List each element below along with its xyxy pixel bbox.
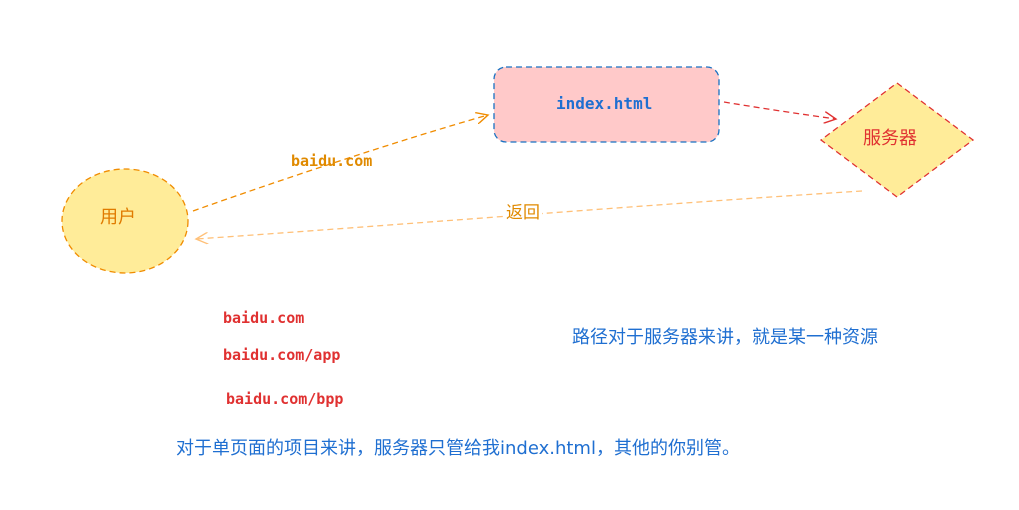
path-example-3: baidu.com/bpp	[226, 390, 344, 408]
server-node-label: 服务器	[863, 128, 917, 149]
index-node-shape[interactable]	[493, 66, 720, 143]
spa-note: 对于单页面的项目来讲，服务器只管给我index.html，其他的你别管。	[176, 438, 740, 459]
request-arrow-label: baidu.com	[291, 152, 373, 170]
path-resource-note: 路径对于服务器来讲，就是某一种资源	[572, 327, 878, 348]
request-arrow	[192, 115, 488, 212]
user-node-shape[interactable]	[61, 168, 189, 274]
user-node-label: 用户	[100, 207, 136, 228]
return-arrow-label: 返回	[504, 203, 542, 223]
path-example-2: baidu.com/app	[223, 346, 341, 364]
path-example-1: baidu.com	[223, 309, 305, 327]
index-to-server-arrow	[723, 101, 836, 119]
server-node-shape[interactable]	[819, 82, 975, 198]
index-node-label: index.html	[556, 94, 653, 113]
